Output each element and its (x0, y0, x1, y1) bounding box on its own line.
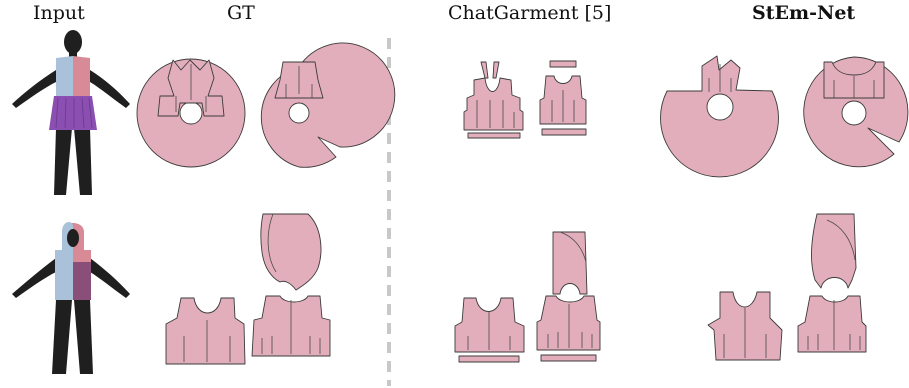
header-gt: GT (227, 2, 255, 24)
chatgarment-row1-front-pattern (463, 61, 524, 139)
stem-row2-back-pattern (797, 213, 867, 353)
gt-row2-back-pattern (251, 295, 331, 357)
chatgarment-row1-back-pattern (539, 60, 587, 136)
input-mannequin-row2 (12, 222, 130, 374)
stem-row1-back-pattern (803, 56, 909, 168)
header-stem-net: StEm-Net (752, 2, 856, 24)
gt-row2-hood-pattern (260, 213, 322, 291)
chatgarment-row2-back-pattern (536, 231, 601, 362)
stem-row2-front-pattern (707, 291, 783, 361)
header-input: Input (33, 2, 85, 24)
gt-row1-front-pattern (136, 58, 246, 168)
input-mannequin-row1 (12, 30, 130, 195)
gt-row1-back-pattern (260, 42, 396, 168)
gt-row2-front-pattern (165, 297, 246, 365)
stem-row1-front-pattern (660, 55, 779, 178)
header-chatgarment: ChatGarment [5] (448, 2, 612, 24)
chatgarment-row2-front-pattern (454, 297, 525, 363)
